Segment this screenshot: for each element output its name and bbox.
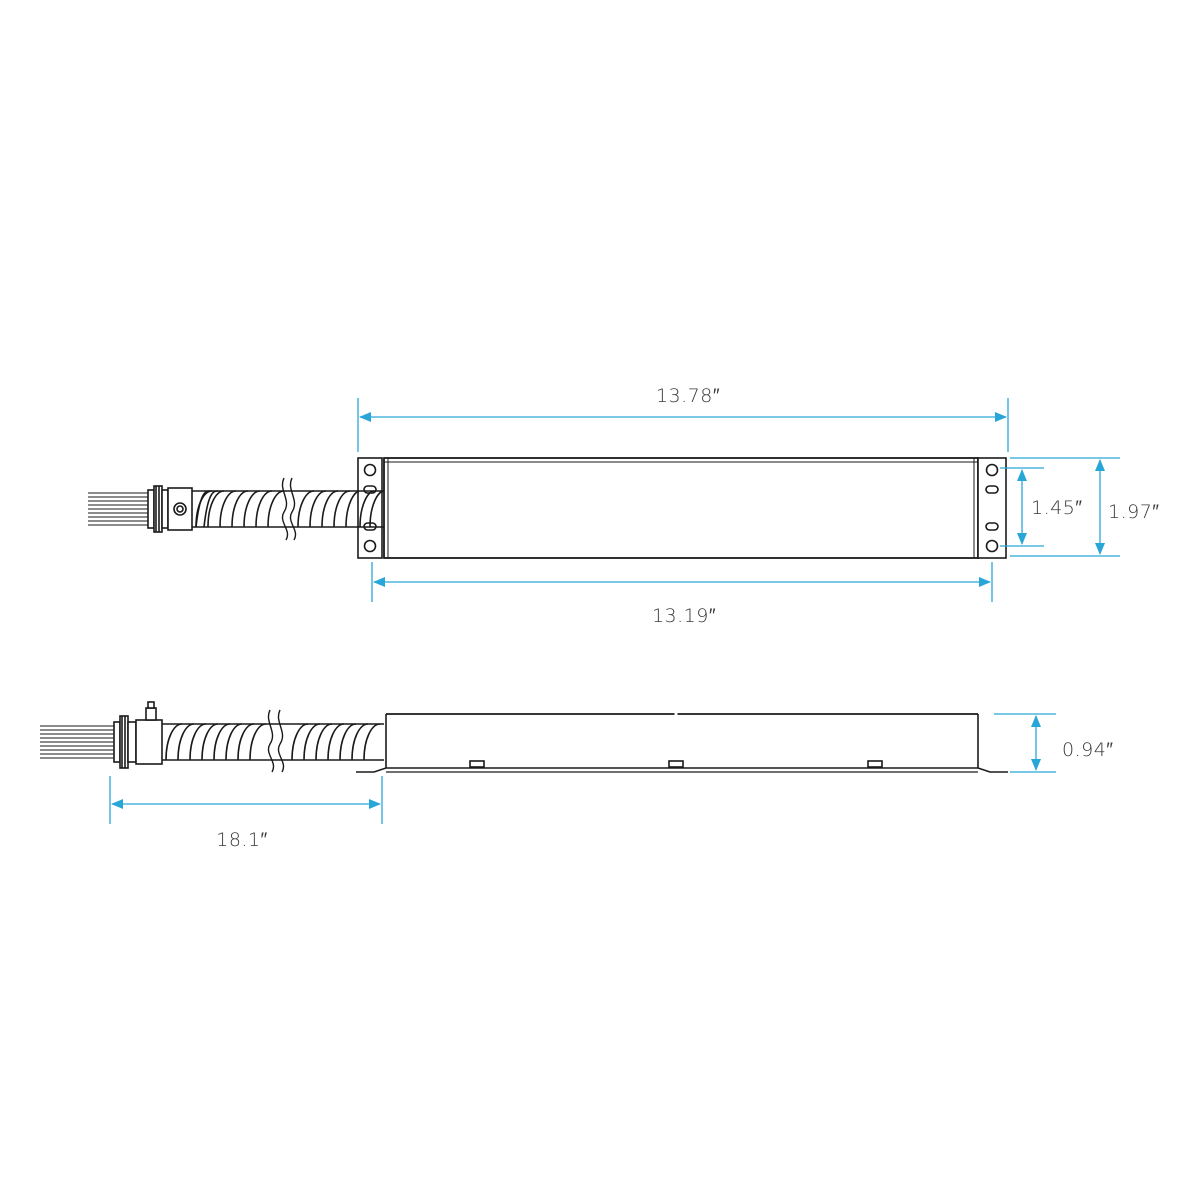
side-view xyxy=(40,701,1008,773)
driver-housing-side xyxy=(356,712,1008,773)
conduit-over-flange xyxy=(358,490,386,528)
right-mounting-flange xyxy=(977,457,1007,559)
hole-spacing-label: 1.45″ xyxy=(1031,497,1083,519)
driver-housing-top xyxy=(383,457,979,559)
wire-leads-top xyxy=(88,492,148,526)
flexible-conduit-top xyxy=(192,477,361,541)
top-dimensions xyxy=(357,398,1120,602)
side-dimensions xyxy=(109,713,1056,824)
conduit-length-label: 18.1″ xyxy=(216,829,268,851)
conduit-connector-top xyxy=(147,485,193,533)
overall-length-label: 13.78″ xyxy=(656,385,720,407)
flexible-conduit-side xyxy=(162,709,384,773)
body-length-label: 13.19″ xyxy=(652,605,716,627)
conduit-connector-side xyxy=(113,701,163,769)
wire-leads-side xyxy=(40,725,114,759)
overall-width-label: 1.97″ xyxy=(1108,501,1160,523)
top-view xyxy=(88,457,1007,559)
height-label: 0.94″ xyxy=(1062,739,1114,761)
